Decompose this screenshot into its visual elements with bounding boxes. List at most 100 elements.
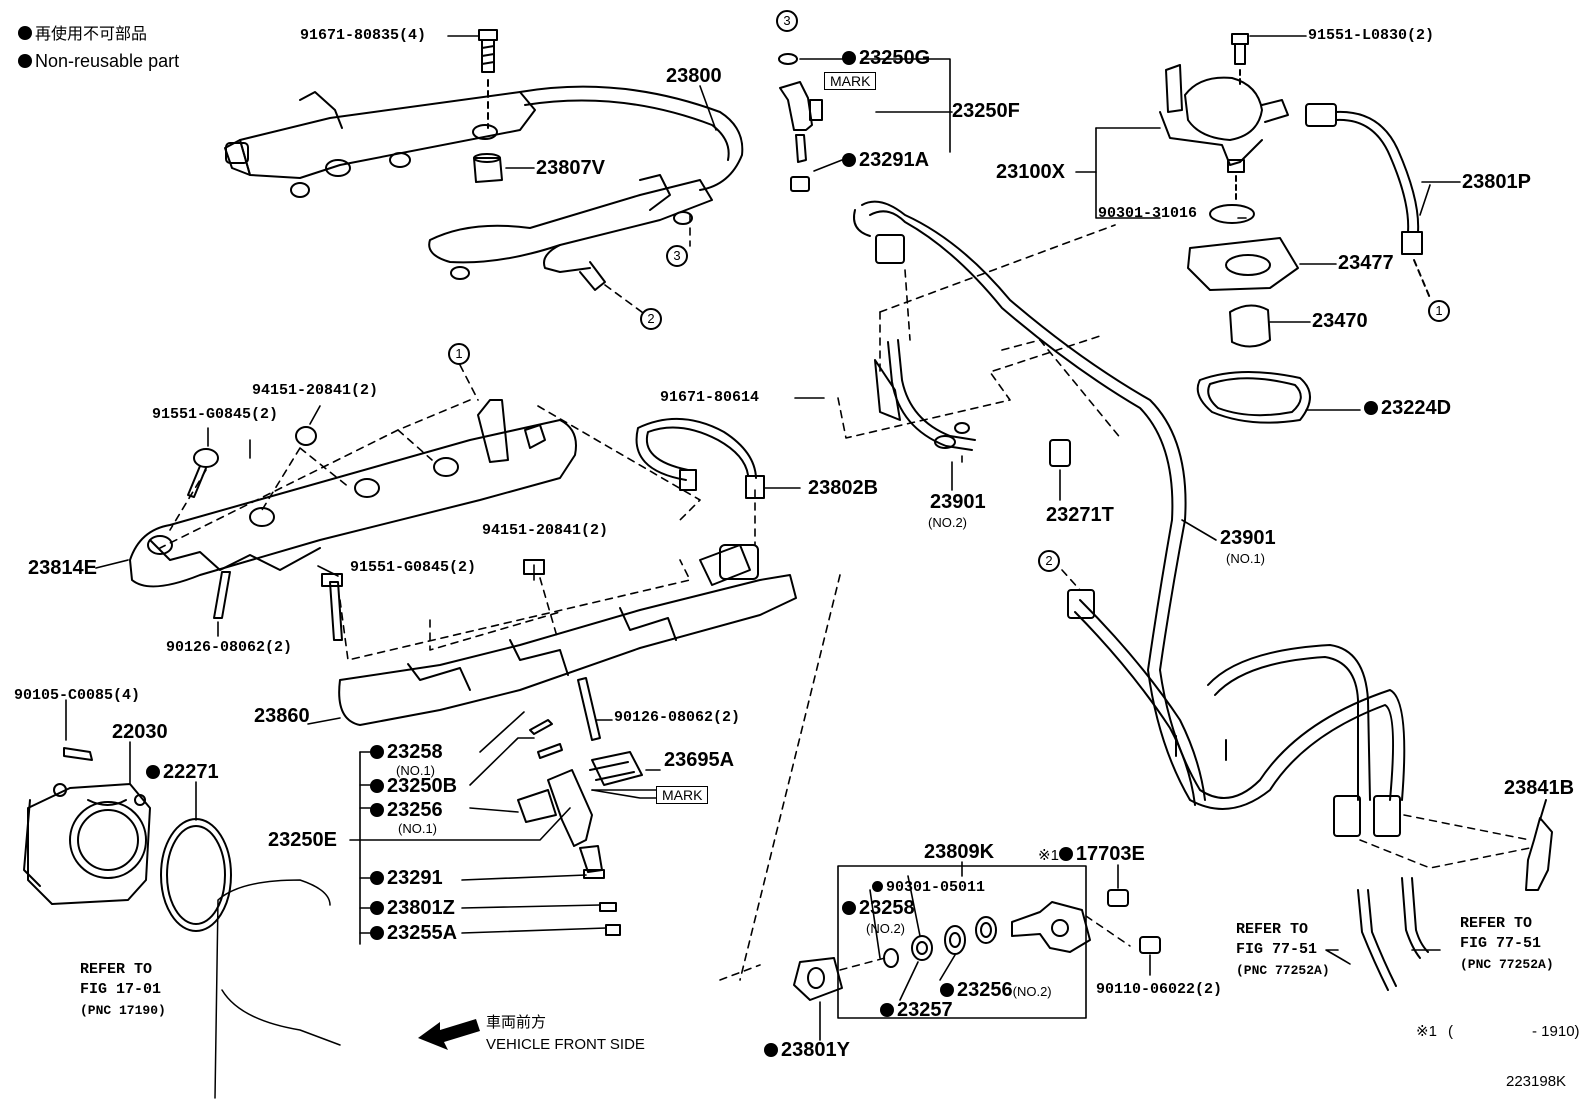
label-23801p: 23801P [1462, 171, 1531, 193]
label-23901-no2-sub: (NO.2) [928, 515, 967, 530]
label-23901-no2: 23901 [930, 491, 986, 513]
pipe-23801p-illustration [1305, 103, 1431, 299]
label-23258-no1-text: 23258 [387, 741, 443, 763]
label-23250b-text: 23250B [387, 775, 458, 797]
stud-90126-a-illustration [213, 571, 231, 619]
label-23807v: 23807V [536, 157, 605, 179]
tubes-77252a [1357, 877, 1429, 991]
bolt-91551-g0845-a-illustration [187, 448, 219, 498]
label-91551-g0845-a: 91551-G0845(2) [152, 406, 279, 423]
label-23800: 23800 [666, 65, 722, 87]
filled-dot-icon [370, 901, 384, 915]
label-22271-text: 22271 [163, 761, 219, 783]
filled-dot-icon [146, 765, 160, 779]
label-23258-no2-sub: (NO.2) [866, 921, 905, 936]
legend-en: Non-reusable part [18, 52, 179, 70]
fuel-rail-upper-illustration [224, 85, 744, 291]
footnote-open-paren: ( [1448, 1023, 1453, 1040]
nut-94151-a-illustration [295, 426, 317, 446]
dashed-leaders-b [339, 489, 841, 981]
label-23224d-text: 23224D [1381, 397, 1452, 419]
filled-dot-icon [18, 54, 32, 68]
circle-ref-2-upper: 2 [640, 308, 662, 330]
label-23256-no1-sub: (NO.1) [398, 821, 437, 836]
filled-dot-icon [842, 901, 856, 915]
label-23256-no1-text: 23256 [387, 799, 443, 821]
label-23250g: 23250G [842, 48, 930, 68]
throttle-body-22030-illustration [23, 747, 151, 905]
filled-dot-icon [370, 871, 384, 885]
filled-dot-icon [940, 983, 954, 997]
filled-dot-icon [842, 153, 856, 167]
clip-23695a-illustration [589, 751, 643, 786]
filled-dot-icon [842, 51, 856, 65]
label-23258-no2-text: 23258 [859, 897, 915, 919]
label-23100x: 23100X [996, 161, 1065, 183]
legend-jp: 再使用不可部品 [18, 26, 147, 43]
leader-lines-throttle [65, 699, 197, 821]
vehicle-front-arrow-shape [418, 1019, 480, 1050]
front-label-en: VEHICLE FRONT SIDE [486, 1036, 645, 1053]
label-90301-05011-text: 90301-05011 [886, 879, 986, 896]
label-90105-c0085: 90105-C0085(4) [14, 687, 141, 704]
refer-77-51-b-line2[interactable]: FIG 77-51 [1460, 935, 1542, 952]
leader-lines-sensor [819, 861, 1151, 1041]
fuel-tube-23901-no1-illustration [853, 200, 1406, 837]
refer-77-51-b-line1[interactable]: REFER TO [1460, 915, 1533, 932]
label-23258-no1: 23258 [370, 742, 443, 762]
filled-dot-icon [370, 779, 384, 793]
fuel-tube-23901-no2-illustration [874, 339, 1071, 467]
label-23255a: 23255A [370, 923, 457, 943]
refer-77-51-a-line3: (PNC 77252A) [1236, 963, 1330, 978]
gasket-22271-illustration [160, 818, 232, 932]
injector-23250e-illustration [517, 719, 621, 936]
label-91671-80835: 91671-80835(4) [300, 27, 427, 44]
label-23470: 23470 [1312, 310, 1368, 332]
sensor-23809k-parts-illustration [793, 901, 1091, 1001]
bracket-23841b-illustration [1525, 799, 1553, 891]
circle-ref-1-left: 1 [448, 343, 470, 365]
label-23250b: 23250B [370, 776, 457, 796]
label-23801y-text: 23801Y [781, 1039, 850, 1061]
circle-ref-1-right: 1 [1428, 300, 1450, 322]
filled-dot-icon [764, 1043, 778, 1057]
label-23291: 23291 [370, 868, 443, 888]
filled-dot-icon [370, 803, 384, 817]
refer-17-01-line2[interactable]: FIG 17-01 [80, 981, 162, 998]
label-23271t: 23271T [1046, 504, 1114, 526]
label-23477: 23477 [1338, 252, 1394, 274]
leader-lines-upper [95, 35, 1461, 965]
bolt-91671-80835-illustration [472, 29, 498, 140]
label-23901-no1-sub: (NO.1) [1226, 551, 1265, 566]
label-23224d: 23224D [1364, 398, 1451, 418]
filled-dot-icon [1364, 401, 1378, 415]
label-22271: 22271 [146, 762, 219, 782]
label-23841b: 23841B [1504, 777, 1575, 799]
label-23291-text: 23291 [387, 867, 443, 889]
bolt-90110-illustration [1139, 936, 1161, 954]
bolt-91551-g0845-b-illustration [329, 581, 343, 641]
refer-77-51-a-line2[interactable]: FIG 77-51 [1236, 941, 1318, 958]
label-90301-31016: 90301-31016 [1098, 205, 1198, 222]
refer-77-51-a-line1[interactable]: REFER TO [1236, 921, 1309, 938]
refer-17-01-line1[interactable]: REFER TO [80, 961, 153, 978]
footnote-range: - 1910) [1532, 1023, 1580, 1040]
label-90126-08062-b: 90126-08062(2) [614, 709, 741, 726]
label-91671-80614: 91671-80614 [660, 389, 760, 406]
fuel-rail-23860-illustration [338, 544, 797, 726]
filled-dot-icon [18, 26, 32, 40]
label-22030: 22030 [112, 721, 168, 743]
label-91551-g0845-b: 91551-G0845(2) [350, 559, 477, 576]
fuel-rail-23814e-illustration [129, 399, 577, 588]
label-90110-06022: 90110-06022(2) [1096, 981, 1223, 998]
label-94151-20841-b: 94151-20841(2) [482, 522, 609, 539]
label-17703e-text: 17703E [1075, 843, 1145, 865]
mark-box-bottom: MARK [656, 786, 709, 804]
filled-dot-icon [370, 926, 384, 940]
label-90301-05011: 90301-05011 [872, 880, 985, 895]
illustration-id: 223198K [1506, 1073, 1567, 1090]
dashed-leaders-a [159, 364, 701, 549]
